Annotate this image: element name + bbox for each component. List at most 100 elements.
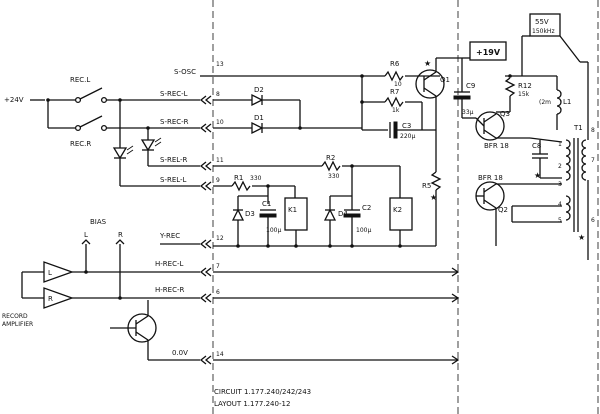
layout-reference: LAYOUT 1.177.240-12 [214,400,290,408]
d3-label: D3 [245,210,255,218]
line-label-h-rec-l: H-REC-L [155,260,183,268]
r1-label: R1 [234,174,243,182]
pin-14: 14 [216,351,224,358]
resistor-r1 [231,180,251,192]
switch-rec-r-label: REC.R [70,140,91,148]
pin-6: 6 [216,289,220,296]
pin-7: 7 [216,263,220,270]
r2-value: 330 [328,173,340,180]
line-label-s-osc: S-OSC [174,68,196,76]
q2-type: BFR 18 [478,174,503,182]
pin-10: 10 [216,119,224,126]
t1-pin-1: 1 [558,141,562,148]
diode-d2 [251,93,264,107]
t1-pin-5: 5 [558,217,562,224]
line-label-s-rec-l: S-REC-L [160,90,188,98]
capacitor-c8 [532,140,548,178]
pin-8: 8 [216,91,220,98]
line-label-s-rel-l: S-REL-L [160,176,187,184]
l1-label: L1 [563,98,571,106]
amplifier-caption-2: AMPLIFIER [2,321,33,328]
q1-star: ★ [424,59,431,68]
circuit-reference: CIRCUIT 1.177.240/242/243 [214,388,311,396]
resistor-r7 [384,96,404,108]
c3-value: 220µ [400,133,415,140]
led-rec-r [140,137,162,152]
amplifier-r-label: R [48,295,53,303]
q2-label: Q2 [498,206,508,214]
capacitor-c3 [389,121,398,139]
c8-star: ★ [534,171,541,180]
supply-khz-label: 150kHz [532,28,555,35]
amplifier-l-label: L [48,269,52,277]
d4-label: D4 [338,210,348,218]
c2-label: C2 [362,204,371,212]
capacitor-c9 [453,76,471,118]
led-rec-l [112,145,134,160]
pin-13: 13 [216,61,224,68]
r5-label: R5 [422,182,431,190]
inductor-l1 [556,76,562,130]
line-label-0v: 0.0V [172,349,188,357]
c2-value: 100µ [356,227,371,234]
switch-rec-l-label: REC.L [70,76,90,84]
c1-label: C1 [262,200,271,208]
supply-24v-label: +24V [4,96,24,104]
pin-11: 11 [216,157,224,164]
q1-label: Q1 [440,76,450,84]
pin-9: 9 [216,177,220,184]
t1-pin-2: 2 [558,163,562,170]
amplifier-l [43,261,74,283]
transistor-q1 [415,69,445,99]
line-label-s-rec-r: S-REC-R [160,118,189,126]
line-label-h-rec-r: H-REC-R [155,286,184,294]
pin-12: 12 [216,235,224,242]
connector-arrows [199,95,212,365]
r12-value: 15k [518,91,530,98]
k1-label: K1 [288,206,297,214]
diode-d1 [251,121,264,135]
diode-d4 [323,196,337,246]
supply-19v-label: +19V [476,48,501,57]
supply-19v-box [469,41,507,61]
r6-label: R6 [390,60,400,68]
c9-value: 33µ [462,109,474,116]
r6-value: 10 [394,81,402,88]
d1-label: D1 [254,114,264,122]
c9-label: C9 [466,82,475,90]
amplifier-caption-1: RECORD [2,313,28,320]
r2-label: R2 [326,154,335,162]
t1-pin-4: 4 [558,201,562,208]
switch-rec-l [74,87,108,104]
amplifier-r [43,287,74,309]
c3-label: C3 [402,122,411,130]
relay-k1 [284,197,308,231]
transformer-t1 [565,138,587,232]
bias-r-label: R [118,231,123,239]
diode-d3 [231,196,245,246]
k2-label: K2 [393,206,402,214]
resistor-r12 [504,77,516,97]
capacitor-c1 [259,209,277,246]
bias-label: BIAS [90,218,107,226]
d2-label: D2 [254,86,264,94]
relay-k2 [389,197,413,231]
l1-value: (2m [539,99,551,106]
t1-star: ★ [578,233,585,242]
line-label-y-rec: Y-REC [159,232,180,240]
switch-rec-r [74,115,108,132]
r12-label: R12 [518,82,532,90]
capacitor-c2 [343,196,361,246]
t1-label: T1 [573,124,583,132]
c8-label: C8 [532,142,541,150]
c1-value: 100µ [266,227,281,234]
r1-value: 330 [250,175,262,182]
r7-label: R7 [390,88,399,96]
line-label-s-rel-r: S-REL-R [160,156,188,164]
t1-pin-6: 6 [591,217,595,224]
resistor-r5 [430,171,442,191]
resistor-r6 [384,70,404,82]
t1-pin-7: 7 [591,157,595,164]
t1-pin-8: 8 [591,127,595,134]
